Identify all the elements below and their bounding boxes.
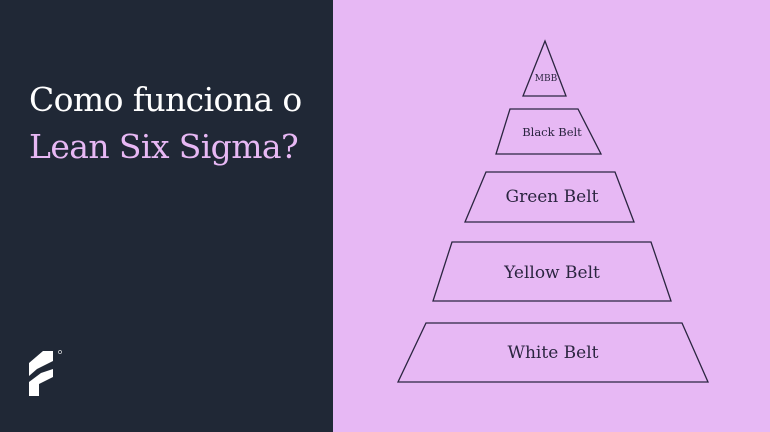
level-black-belt-label: Black Belt — [522, 125, 582, 139]
brand-logo-icon — [29, 350, 62, 396]
title-line-1: Como funciona o — [29, 80, 302, 119]
level-mbb-shape — [522, 39, 567, 97]
right-panel: MBB Black Belt Green Belt Yellow Belt Wh… — [333, 0, 770, 432]
level-green-belt-shape — [464, 171, 635, 223]
level-yellow-belt-shape — [432, 241, 672, 302]
left-panel: Como funciona o Lean Six Sigma? — [0, 0, 333, 432]
level-white-belt-shape — [396, 322, 709, 383]
belt-pyramid-diagram: MBB Black Belt Green Belt Yellow Belt Wh… — [396, 39, 709, 383]
level-white-belt-label: White Belt — [508, 343, 599, 363]
level-green-belt-label: Green Belt — [505, 187, 598, 207]
page-title: Como funciona o Lean Six Sigma? — [29, 76, 302, 170]
level-black-belt-shape — [495, 108, 603, 155]
level-yellow-belt-label: Yellow Belt — [503, 263, 600, 283]
level-mbb-label: MBB — [535, 74, 558, 84]
title-line-2: Lean Six Sigma? — [29, 127, 299, 166]
